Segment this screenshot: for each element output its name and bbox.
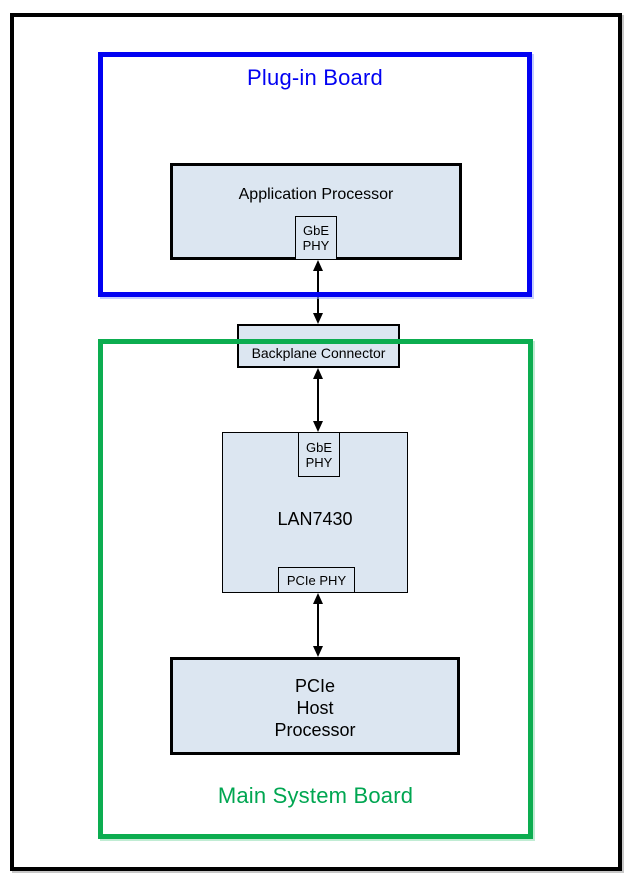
backplane-connector-label: Backplane Connector: [251, 345, 386, 361]
lan-gbe-phy-box: GbE PHY: [298, 432, 340, 477]
lan7430-label: LAN7430: [277, 509, 353, 529]
lan-gbe-phy-line2: PHY: [305, 454, 333, 470]
arrow-backplane-to-lanphy: [313, 368, 323, 432]
app-gbe-phy-box: GbE PHY: [295, 216, 337, 260]
arrow-pciephy-to-host: [313, 593, 323, 657]
app-gbe-phy-line2: PHY: [302, 238, 330, 253]
arrow-head-up-icon: [313, 368, 323, 379]
lan-gbe-phy-line1: GbE: [305, 439, 332, 455]
pcie-host-line1: PCIe: [294, 676, 336, 696]
arrow-line: [317, 377, 319, 423]
arrow-head-up-icon: [313, 260, 323, 271]
pcie-host-line2: Host: [296, 698, 334, 718]
main-system-board-outline: Main System Board: [98, 339, 533, 839]
plugin-board-label: Plug-in Board: [247, 65, 383, 90]
arrow-head-up-icon: [313, 593, 323, 604]
arrow-line: [317, 602, 319, 648]
arrow-head-down-icon: [313, 313, 323, 324]
lan-pcie-phy-label: PCIe PHY: [286, 572, 347, 588]
pcie-host-line3: Processor: [274, 720, 356, 740]
pcie-host-processor-box: PCIe Host Processor: [170, 657, 460, 755]
main-system-board-label: Main System Board: [217, 783, 414, 808]
backplane-connector-box: Backplane Connector: [237, 324, 400, 368]
lan-pcie-phy-box: PCIe PHY: [278, 567, 355, 593]
app-gbe-phy-line1: GbE: [302, 223, 329, 238]
plugin-board-outline: Plug-in Board: [98, 52, 532, 297]
arrow-head-down-icon: [313, 646, 323, 657]
application-processor-label: Application Processor: [238, 186, 394, 203]
arrow-head-down-icon: [313, 421, 323, 432]
